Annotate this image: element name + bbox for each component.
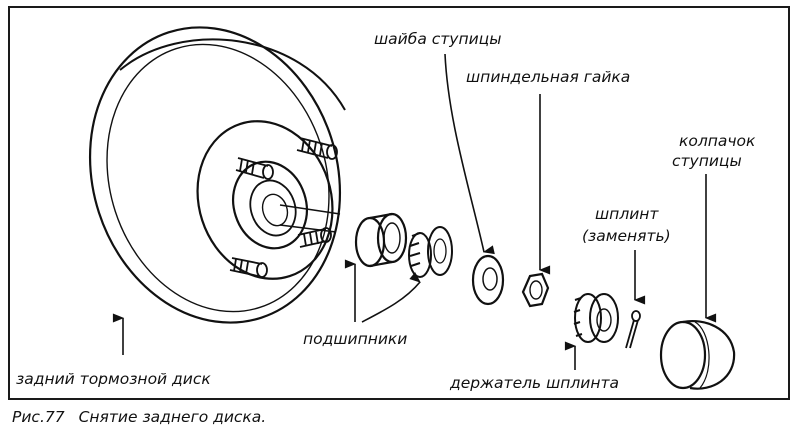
cotter-pin-retainer-part [573, 293, 619, 343]
label-cotter-pin-line2: (заменять) [582, 227, 671, 245]
hub-washer-part [471, 254, 505, 306]
arrow-hub-washer [444, 53, 495, 255]
arrow-bearing-roller [361, 272, 421, 323]
cotter-pin-part [625, 310, 641, 349]
label-hub-washer: шайба ступицы [374, 30, 502, 48]
wheel-studs [229, 137, 338, 278]
brake-disc [88, 26, 346, 324]
figure-caption: Рис.77 Снятие заднего диска. [12, 408, 280, 426]
label-cotter-pin-retainer: держатель шплинта [450, 374, 620, 392]
caption-number: Рис.77 [12, 408, 65, 426]
leader-arrows [112, 53, 717, 370]
roller-bearing [408, 226, 453, 278]
stud-bottom [229, 257, 268, 278]
figure-frame [8, 6, 790, 400]
stud-right [297, 227, 332, 248]
spindle-nut-part [521, 272, 550, 308]
hub-cap-part [659, 320, 736, 390]
inner-bearing-race [354, 212, 408, 268]
caption-title: Снятие заднего диска. [78, 408, 267, 426]
label-bearings: подшипники [303, 330, 408, 348]
label-hub-cap-line2: ступицы [672, 152, 742, 170]
label-cotter-pin-line1: шплинт [595, 205, 659, 223]
stud-left [235, 157, 274, 180]
label-hub-cap-line1: колпачок [679, 132, 756, 150]
label-spindle-nut: шпиндельная гайка [466, 68, 631, 86]
label-rear-brake-disc: задний тормозной диск [16, 370, 211, 388]
stud-top [296, 137, 338, 160]
